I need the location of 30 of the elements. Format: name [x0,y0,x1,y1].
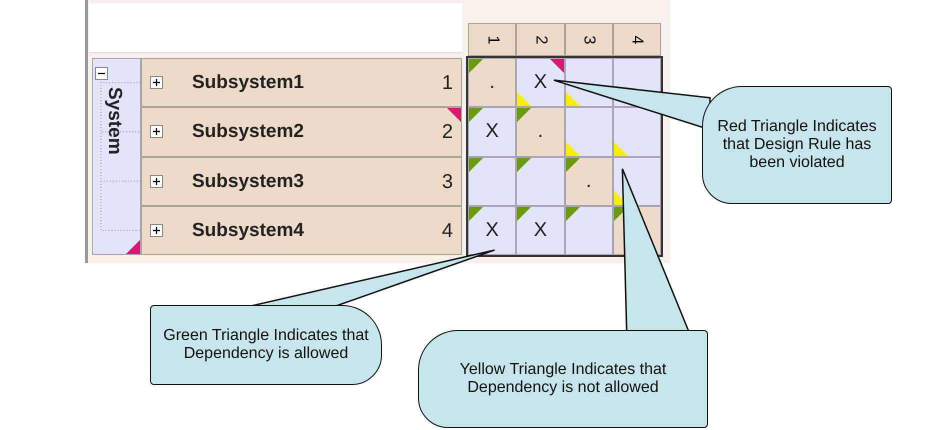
group-title: System [103,87,125,155]
column-number: 3 [580,35,598,44]
row-name: Subsystem2 [192,121,304,144]
matrix-cell [468,206,516,255]
row-number: 2 [442,121,453,144]
group-band [92,58,141,255]
callout-text: Red Triangle Indicates that Design Rule has been violated [702,86,892,204]
row-number: 4 [442,220,453,243]
dependency-mark: X [485,218,499,242]
diagonal-mark: . [586,170,592,193]
callout-text: Green Triangle Indicates that Dependency is allowed [150,305,382,385]
column-number: 1 [483,35,502,44]
diagonal-mark: . [489,71,495,94]
row-header [141,156,462,206]
matrix-cell [516,58,564,108]
row-number: 1 [442,72,453,95]
row-header [141,107,462,156]
column-number: 4 [628,35,646,44]
column-number: 2 [531,35,550,44]
dependency-mark: X [534,218,548,242]
callout-pointer [553,79,711,131]
row-header [141,206,462,255]
dependency-mark: X [485,120,499,144]
row-header [141,58,462,108]
row-name: Subsystem3 [192,170,304,192]
diagonal-mark: . [538,120,544,144]
row-name: Subsystem4 [192,220,304,242]
row-number: 3 [442,170,453,194]
dependency-mark: X [534,71,548,94]
row-name: Subsystem1 [192,72,304,94]
